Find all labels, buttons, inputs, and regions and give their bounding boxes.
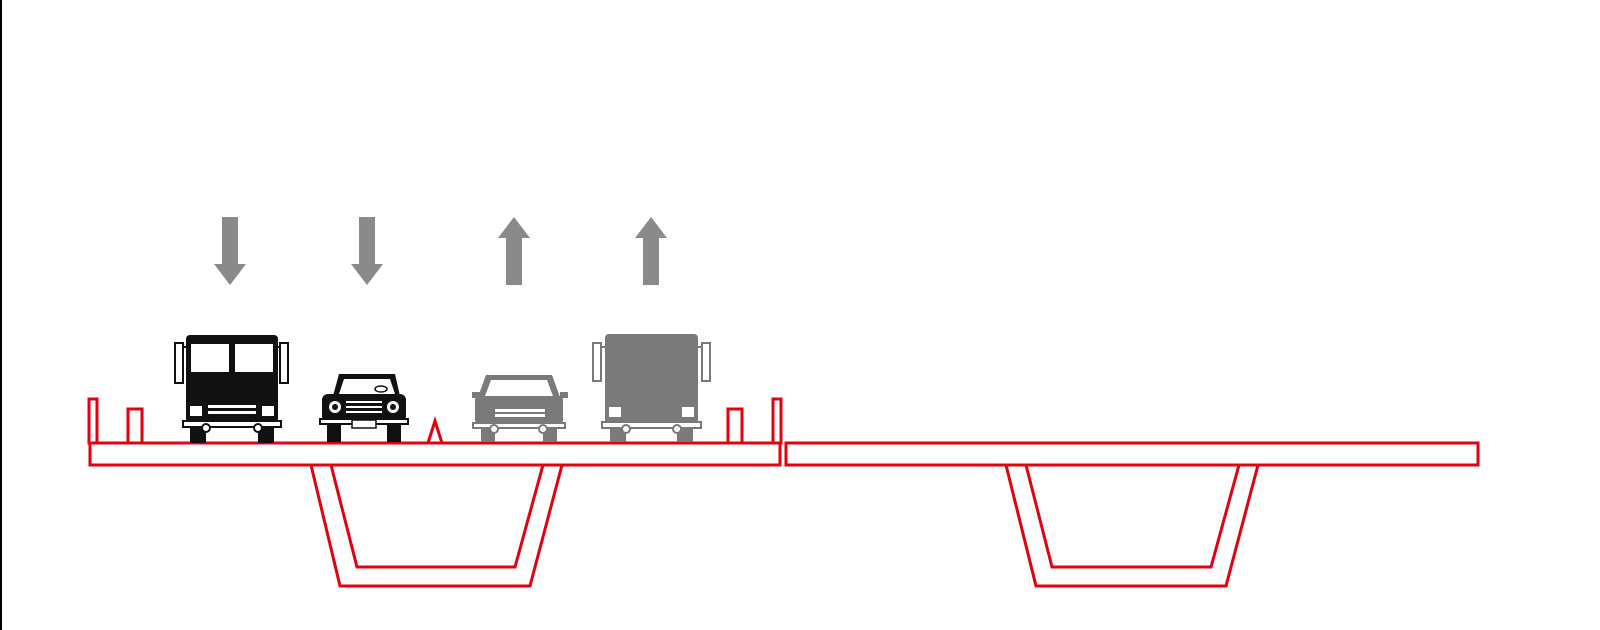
barrier-inner-right (726, 407, 744, 445)
deck-slab-right (784, 441, 1480, 467)
arrow-up-icon (635, 217, 667, 285)
deck-slab-left (88, 441, 782, 467)
barrier-outer-right (771, 397, 783, 445)
arrow-down-icon (351, 217, 383, 285)
car-icon (319, 374, 409, 442)
car-icon (472, 375, 568, 442)
barrier-inner-left (126, 407, 144, 445)
barrier-outer-left (87, 397, 99, 445)
direction-arrows (214, 217, 667, 285)
bridge-structure (87, 397, 1480, 588)
arrow-down-icon (214, 217, 246, 285)
arrow-up-icon (498, 217, 530, 285)
median-barrier (425, 416, 445, 445)
box-girder-right (1004, 464, 1260, 588)
image-left-edge (0, 0, 2, 630)
box-girder-left (309, 464, 564, 588)
truck-icon (592, 334, 711, 442)
truck-icon (174, 335, 289, 443)
